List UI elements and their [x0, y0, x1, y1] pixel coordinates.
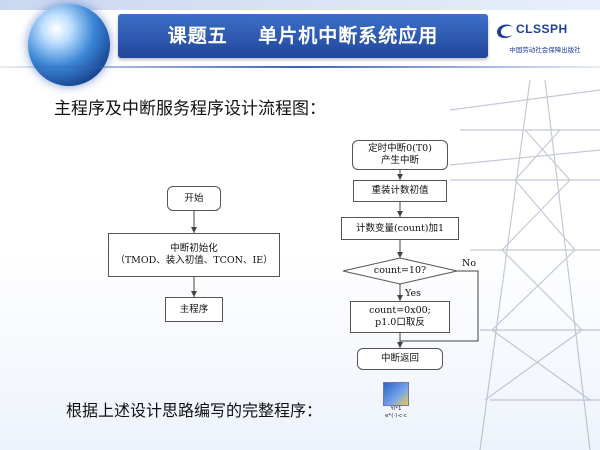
- logo-text: CLSSPH: [516, 22, 568, 36]
- swirl-icon: [497, 24, 513, 39]
- slide-title: 课题五 单片机中断系统应用: [167, 25, 439, 47]
- no-label: No: [462, 258, 477, 269]
- program-file-icon[interactable]: [383, 382, 409, 406]
- init-node: 中断初始化 （TMOD、装入初值、TCON、IE）: [108, 233, 280, 277]
- return-node: 中断返回: [357, 348, 443, 370]
- action-line-1: count=0x00;: [369, 305, 431, 316]
- reload-label: 重装计数初值: [371, 185, 429, 196]
- program-file-label[interactable]: Yi*1 e*(·)·c·c: [372, 406, 420, 420]
- action-line-2: p1.0口取反: [375, 317, 425, 328]
- decision-diamond: [342, 257, 458, 285]
- top-stripe: [0, 0, 600, 10]
- interrupt-trigger-node: 定时中断0(T0) 产生中断: [352, 140, 448, 170]
- init-line-1: 中断初始化: [170, 243, 218, 254]
- publisher-logo: CLSSPH 中国劳动社会保障出版社: [494, 20, 594, 64]
- program-caption: 根据上述设计思路编写的完整程序：: [66, 401, 323, 420]
- power-tower-background: [450, 79, 600, 450]
- action-text: count=0x00; p1.0口取反: [369, 305, 431, 329]
- increment-label: 计数变量(count)加1: [355, 222, 445, 234]
- logo-subtitle: 中国劳动社会保障出版社: [509, 46, 581, 54]
- init-text: 中断初始化 （TMOD、装入初值、TCON、IE）: [115, 243, 272, 267]
- action-node: count=0x00; p1.0口取反: [350, 301, 450, 333]
- start-label: 开始: [184, 192, 204, 204]
- trigger-line-1: 定时中断0(T0): [368, 143, 432, 154]
- yes-label: Yes: [405, 288, 421, 299]
- globe-logo: [28, 4, 110, 86]
- title-bar: 课题五 单片机中断系统应用: [118, 14, 488, 58]
- header-rule: [0, 66, 600, 68]
- start-node: 开始: [167, 186, 221, 211]
- reload-node: 重装计数初值: [353, 180, 447, 202]
- main-program-label: 主程序: [179, 303, 209, 315]
- increment-node: 计数变量(count)加1: [341, 217, 459, 240]
- main-program-node: 主程序: [165, 297, 223, 322]
- edge-decision-no: [400, 270, 479, 342]
- file-label-line-2: e*(·)·c·c: [385, 413, 407, 419]
- init-line-2: （TMOD、装入初值、TCON、IE）: [115, 255, 273, 266]
- return-label: 中断返回: [380, 353, 419, 364]
- file-label-line-1: Yi*1: [390, 406, 402, 412]
- decision-label: count=10?: [373, 265, 427, 276]
- flowchart-heading: 主程序及中断服务程序设计流程图：: [54, 99, 326, 119]
- trigger-text: 定时中断0(T0) 产生中断: [368, 143, 432, 167]
- trigger-line-2: 产生中断: [380, 155, 419, 166]
